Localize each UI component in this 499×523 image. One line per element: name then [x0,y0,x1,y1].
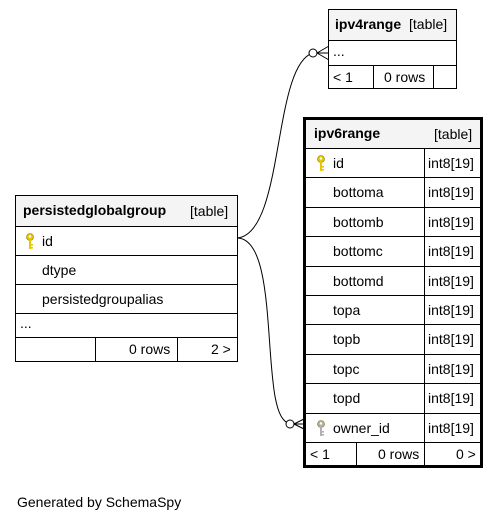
column-name: bottomc [333,243,383,260]
column-name: topc [333,360,360,377]
table-header: ipv6range [table] [306,120,480,148]
table-footer: < 1 0 rows [329,65,456,89]
row-count: 0 rows [378,446,420,462]
column-name: bottomd [333,272,384,289]
column-row-persistedgroupalias[interactable]: persistedgroupalias [16,284,237,313]
zero-many-marker-ipv4range [308,48,318,58]
column-row-topd[interactable]: topd int8[19] [306,383,480,413]
table-name[interactable]: ipv6range [314,125,381,141]
table-ipv6range[interactable]: ipv6range [table] id int8[19] bottoma int8[… [303,117,483,468]
table-name[interactable]: ipv4range [335,16,402,32]
table-footer: 0 rows 2 > [16,337,237,362]
foreign-key-icon [317,419,325,436]
ellipsis: ... [20,315,32,331]
column-row-dtype[interactable]: dtype [16,255,237,284]
parents-count: < 1 [310,446,330,462]
column-name: bottoma [333,184,384,201]
table-name[interactable]: persistedglobalgroup [23,202,167,218]
column-row-owner_id[interactable]: owner_id int8[19] [306,412,480,442]
column-type: int8[19] [428,302,474,318]
column-type: int8[19] [428,272,474,289]
table-header: persistedglobalgroup [table] [16,196,237,226]
table-type: [table] [409,16,448,32]
column-row-topb[interactable]: topb int8[19] [306,324,480,354]
row-count: 0 rows [129,341,171,357]
column-name: persistedgroupalias [42,291,164,307]
column-row-bottoma[interactable]: bottoma int8[19] [306,177,480,207]
column-name: owner_id [333,419,390,436]
column-row-bottomb[interactable]: bottomb int8[19] [306,206,480,237]
children-count: 2 > [211,341,231,357]
column-type: int8[19] [428,419,474,436]
crowfoot-ipv4range [316,45,330,61]
column-name: topb [333,331,361,348]
zero-many-marker-ipv6range [285,419,295,429]
column-row-id[interactable]: id int8[19] [306,148,480,178]
column-type: int8[19] [428,213,474,230]
column-name: id [42,233,53,249]
column-type: int8[19] [428,360,474,377]
column-row-topc[interactable]: topc int8[19] [306,353,480,384]
column-row-topa[interactable]: topa int8[19] [306,295,480,325]
table-ipv4range[interactable]: ipv4range [table] ... < 1 0 rows [328,9,457,89]
column-name: topa [333,302,361,318]
relationship-ipv6range [236,237,290,424]
column-name: dtype [42,262,77,278]
generated-by-text: Generated by SchemaSpy [17,494,182,510]
parents-count: < 1 [333,69,353,85]
column-name: bottomb [333,213,384,230]
table-ellipsis-row: ... [16,313,237,337]
table-persistedglobalgroup[interactable]: persistedglobalgroup [table] id dtype pers… [15,195,238,362]
table-type: [table] [190,203,229,219]
table-type: [table] [434,126,473,142]
column-type: int8[19] [428,155,474,171]
relationship-ipv4range [236,52,314,239]
table-footer: < 1 0 rows 0 > [306,442,480,466]
row-count: 0 rows [384,69,426,85]
ellipsis: ... [333,43,345,59]
column-type: int8[19] [428,243,474,260]
column-name: topd [333,390,361,407]
column-type: int8[19] [428,390,474,407]
column-type: int8[19] [428,331,474,348]
column-type: int8[19] [428,184,474,201]
children-count: 0 > [456,446,476,462]
column-row-id[interactable]: id [16,226,237,255]
table-header: ipv4range [table] [329,10,456,40]
table-ellipsis-row: ... [329,40,456,65]
primary-key-icon [26,233,34,249]
column-row-bottomc[interactable]: bottomc int8[19] [306,236,480,266]
column-name: id [333,155,344,171]
column-row-bottomd[interactable]: bottomd int8[19] [306,265,480,295]
primary-key-icon [317,155,325,171]
